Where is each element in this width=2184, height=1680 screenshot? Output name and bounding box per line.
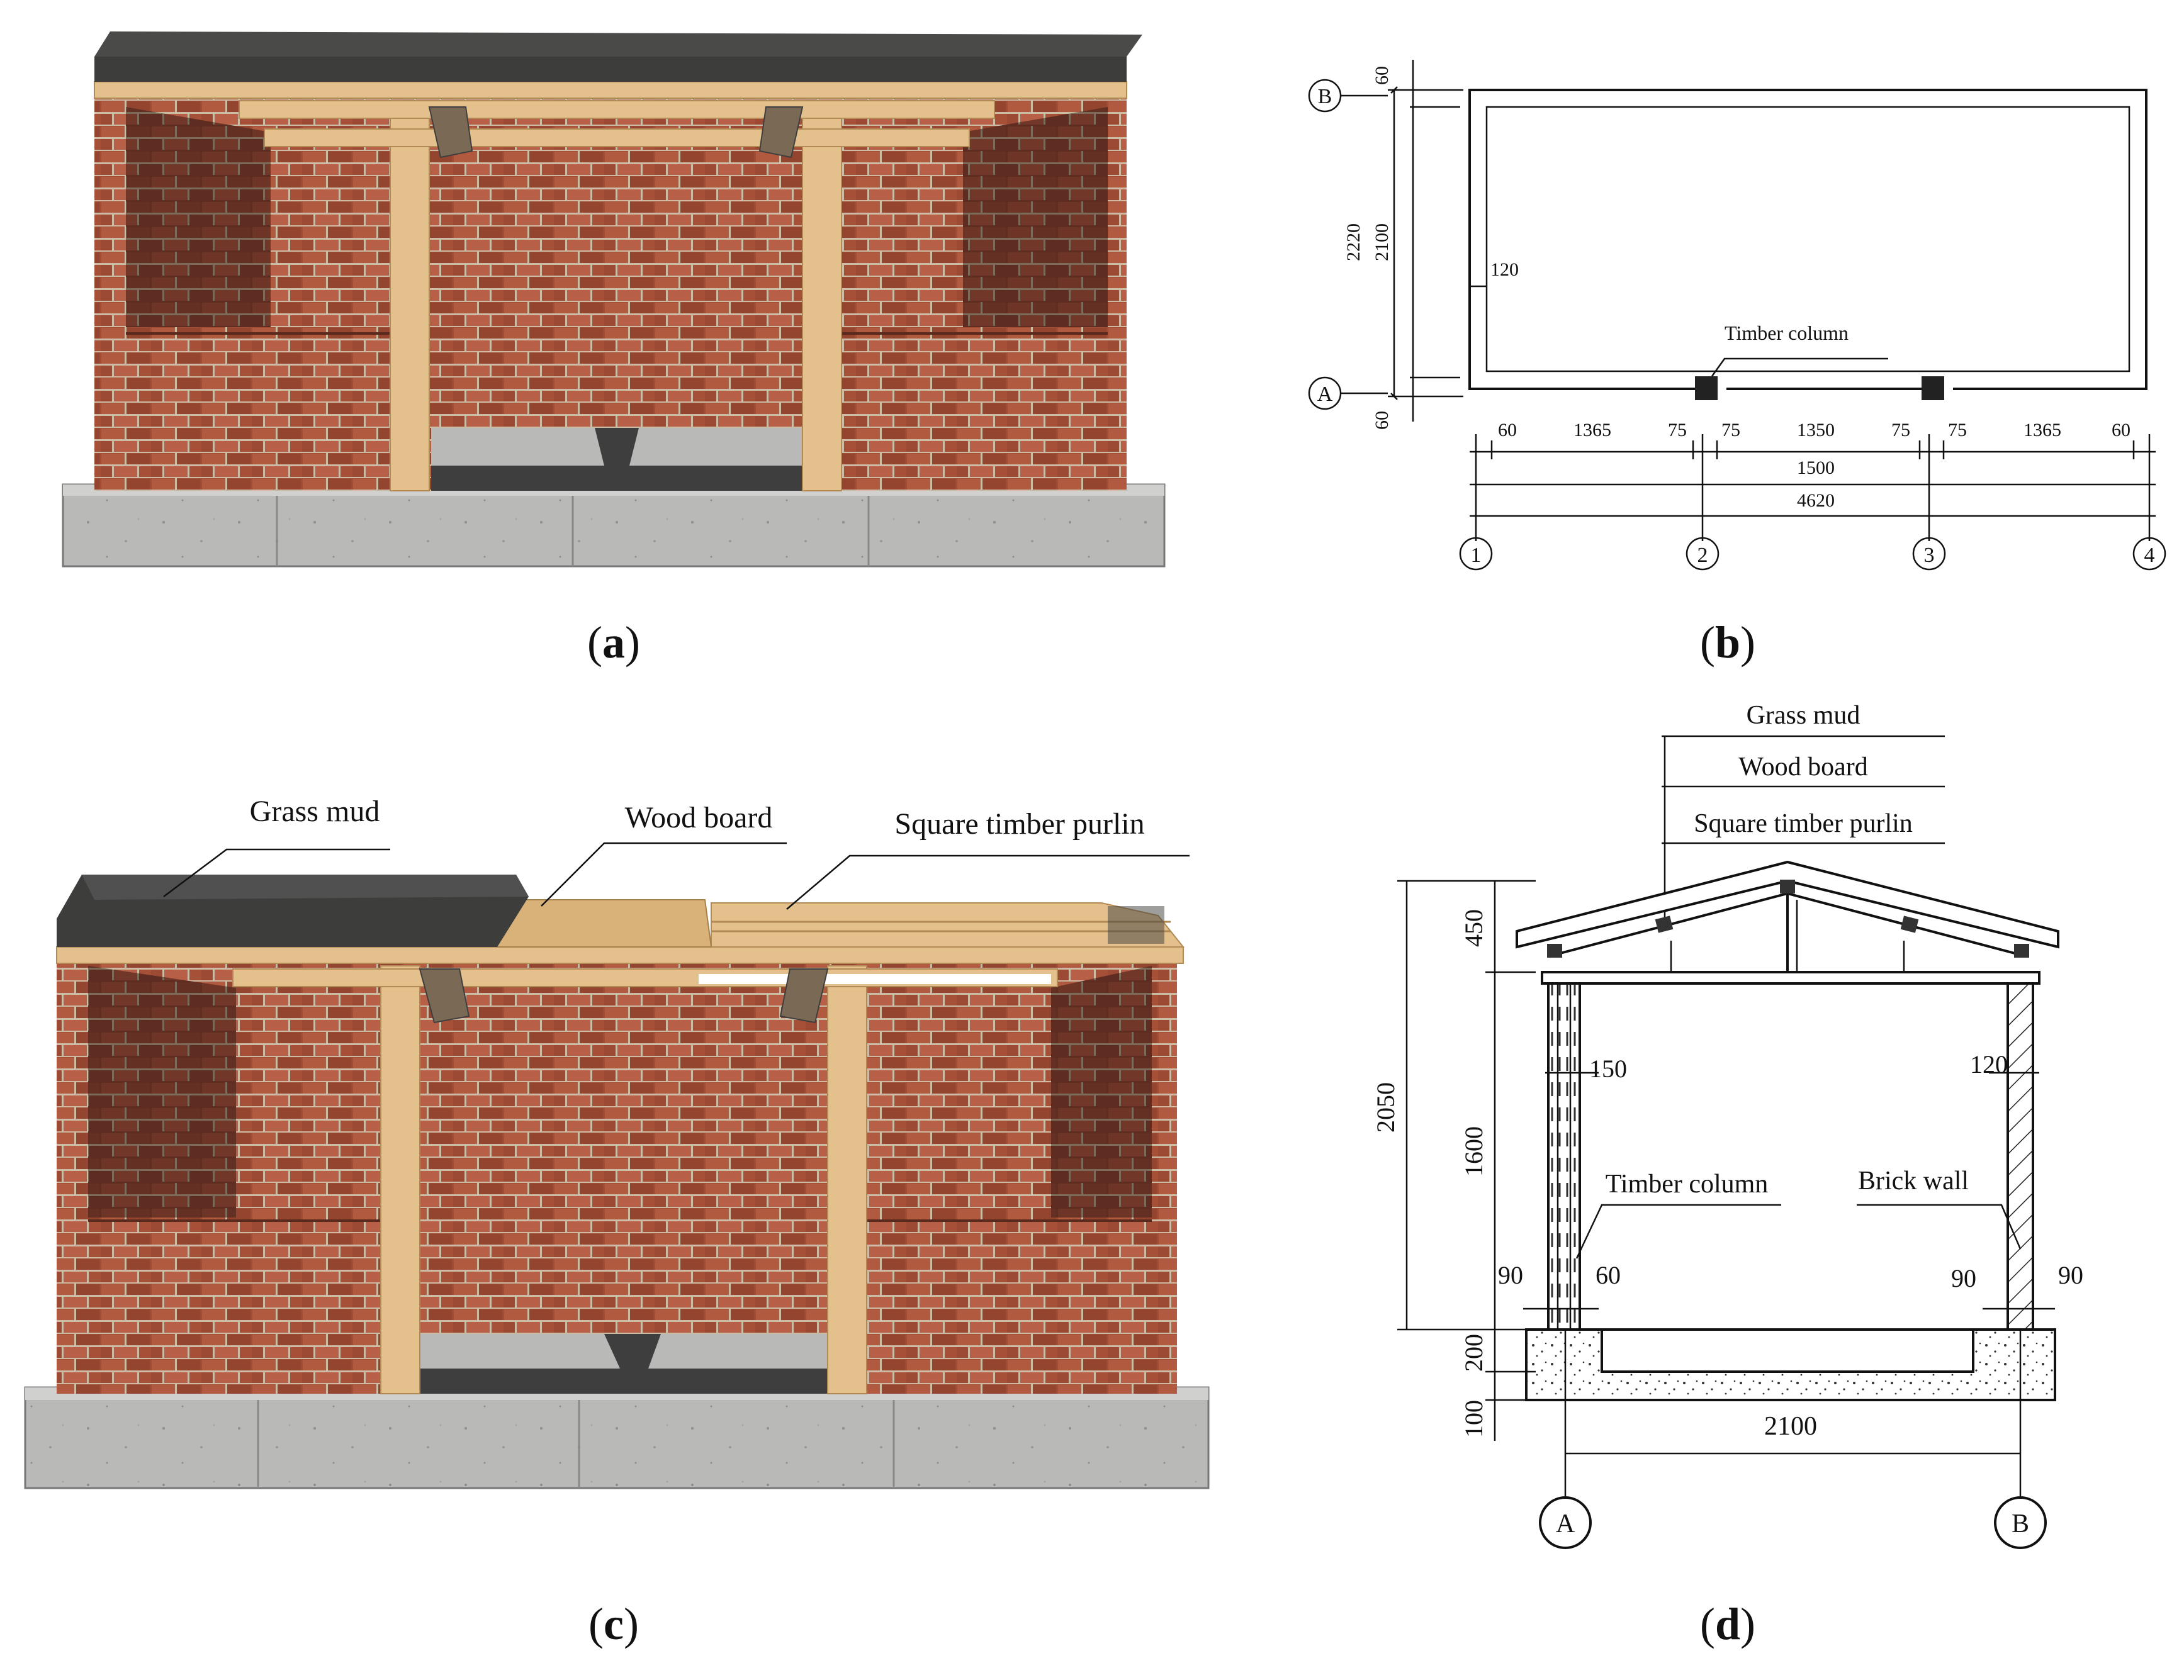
panel-b-floor-plan <box>1308 60 2166 571</box>
dim-b-bottom-60: 60 <box>1371 411 1392 430</box>
dim-h-450: 450 <box>1460 909 1488 947</box>
axis-label-col-3: 3 <box>1924 544 1935 567</box>
dim-seg-7: 75 <box>1948 420 1967 440</box>
label-grass-mud-render: Grass mud <box>250 795 380 828</box>
panel-c-roof-layers-render <box>24 842 1210 1489</box>
label-brick-wall-section: Brick wall <box>1858 1167 1969 1196</box>
dim-w-60: 60 <box>1596 1261 1621 1289</box>
timber-column-marker-3 <box>1922 376 1944 400</box>
dim-b-wall-120: 120 <box>1490 259 1519 280</box>
caption-a: (a) <box>587 617 640 668</box>
dim-b-top-60: 60 <box>1371 66 1392 85</box>
dim-seg-1: 60 <box>1498 420 1517 440</box>
axis-label-col-4: 4 <box>2144 544 2155 567</box>
axis-label-col-2: 2 <box>1697 544 1708 567</box>
label-purlin-section: Square timber purlin <box>1694 809 1913 838</box>
timber-column-marker-2 <box>1695 376 1718 400</box>
dim-w-120: 120 <box>1970 1050 2008 1078</box>
dim-seg-6: 75 <box>1891 420 1910 440</box>
dim-b-2220: 2220 <box>1343 223 1364 261</box>
dim-w-90-left: 90 <box>1498 1261 1523 1289</box>
axis-label-b-top: B <box>1318 85 1332 108</box>
dim-seg-9: 60 <box>2112 420 2131 440</box>
label-grass-mud-section: Grass mud <box>1747 701 1860 730</box>
dim-seg-2: 1365 <box>1573 420 1611 440</box>
dim-seg-4: 75 <box>1721 420 1740 440</box>
axis-label-a-bottom: A <box>1317 383 1333 406</box>
label-wood-board-render: Wood board <box>625 801 773 834</box>
caption-c: (c) <box>588 1599 639 1649</box>
label-timber-column-plan: Timber column <box>1725 322 1849 344</box>
dim-seg-5: 1350 <box>1797 420 1835 440</box>
dim-h-100: 100 <box>1460 1400 1488 1438</box>
dim-bay-1500: 1500 <box>1797 457 1835 478</box>
dim-b-2100: 2100 <box>1371 223 1392 261</box>
dim-h-2050: 2050 <box>1371 1082 1400 1133</box>
caption-d: (d) <box>1700 1599 1755 1649</box>
dim-w-150: 150 <box>1589 1055 1627 1083</box>
dim-total-4620: 4620 <box>1797 490 1835 511</box>
dim-w-90-mid: 90 <box>1951 1264 1976 1292</box>
dim-seg-3: 75 <box>1668 420 1687 440</box>
axis-label-col-1: 1 <box>1471 544 1482 567</box>
dim-seg-8: 1365 <box>2024 420 2061 440</box>
dim-w-90-right: 90 <box>2058 1261 2083 1289</box>
dim-h-1600: 1600 <box>1460 1126 1488 1177</box>
dim-span-2100: 2100 <box>1764 1412 1817 1441</box>
axis-label-b-section: B <box>2012 1509 2029 1538</box>
label-timber-column-section: Timber column <box>1606 1170 1769 1199</box>
dim-h-200: 200 <box>1460 1334 1488 1372</box>
label-purlin-render: Square timber purlin <box>894 807 1144 841</box>
panel-d-section <box>1397 735 2059 1549</box>
panel-a-brick-pavilion-render <box>62 31 1166 568</box>
caption-b: (b) <box>1700 617 1755 668</box>
axis-label-a-section: A <box>1556 1509 1575 1538</box>
label-wood-board-section: Wood board <box>1738 753 1867 781</box>
